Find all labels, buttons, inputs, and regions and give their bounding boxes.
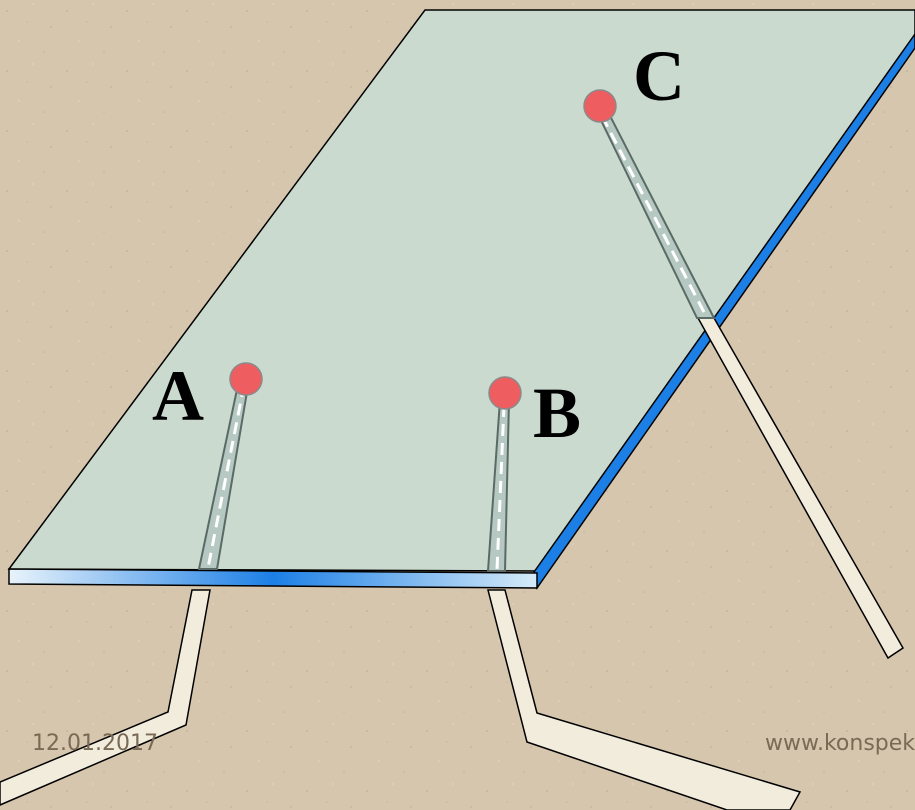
pin-head-b — [488, 376, 522, 410]
plane-front-edge — [8, 568, 538, 589]
pin-head-c — [583, 89, 617, 123]
pin-head-a — [229, 362, 263, 396]
leg-a — [0, 589, 211, 806]
point-label-a: A — [152, 356, 204, 436]
point-label-c: C — [633, 36, 685, 116]
leg-b — [487, 589, 802, 810]
footer-date: 12.01.2017 — [32, 731, 158, 756]
footer-site: www.konspek — [765, 731, 915, 756]
point-label-b: B — [533, 373, 582, 453]
